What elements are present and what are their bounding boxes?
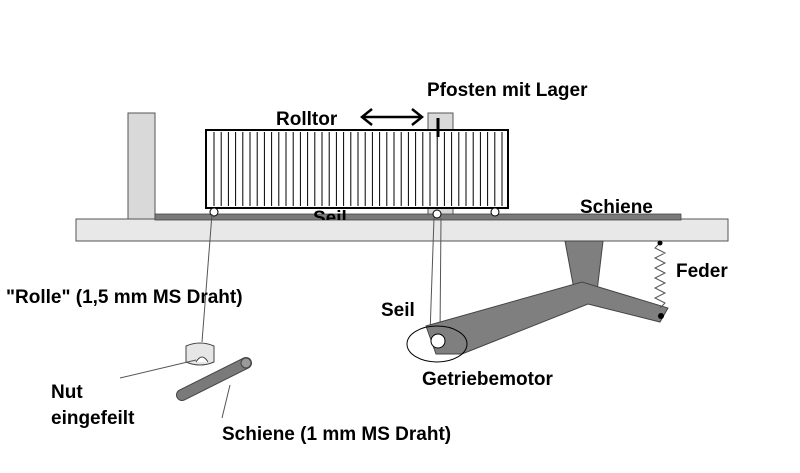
- rope-line-left: [201, 213, 213, 343]
- label-rolling-gate: Rolltor: [276, 109, 338, 130]
- rail-strip: [154, 213, 682, 221]
- rope-line-motor: [429, 217, 435, 335]
- rope-line-motor-2: [439, 217, 442, 335]
- rolling-gate: [205, 129, 509, 209]
- leader-groove: [119, 359, 197, 379]
- roller-detail: [185, 342, 215, 366]
- spring: [653, 242, 667, 309]
- label-rail-wire: Schiene (1 mm MS Draht): [222, 424, 451, 445]
- label-groove-line2: eingefeilt: [51, 408, 135, 429]
- left-post: [127, 112, 156, 220]
- gate-motion-arrow: [359, 108, 425, 126]
- label-rail-top: Schiene: [580, 197, 653, 218]
- label-post-with-bearing: Pfosten mit Lager: [427, 80, 588, 101]
- gear-motor-shaft: [430, 333, 446, 349]
- label-rope-top: Seil: [313, 208, 347, 229]
- lever-end-pivot: [658, 313, 664, 319]
- label-gear-motor: Getriebemotor: [422, 369, 554, 390]
- roller-left: [209, 207, 219, 217]
- spring-anchor: [657, 240, 663, 246]
- label-roller: "Rolle" (1,5 mm MS Draht): [6, 287, 243, 308]
- lever-arm: [425, 281, 669, 355]
- gear-motor-outline: [406, 325, 468, 363]
- rail-wire-piece: [176, 357, 252, 401]
- base-plate: [75, 218, 729, 242]
- label-rope-motor: Seil: [381, 300, 415, 321]
- label-groove-line1: Nut: [51, 382, 83, 403]
- leader-rail-wire: [221, 384, 231, 419]
- label-spring: Feder: [676, 261, 728, 282]
- roller-right: [490, 207, 500, 217]
- roller-mid: [432, 209, 442, 219]
